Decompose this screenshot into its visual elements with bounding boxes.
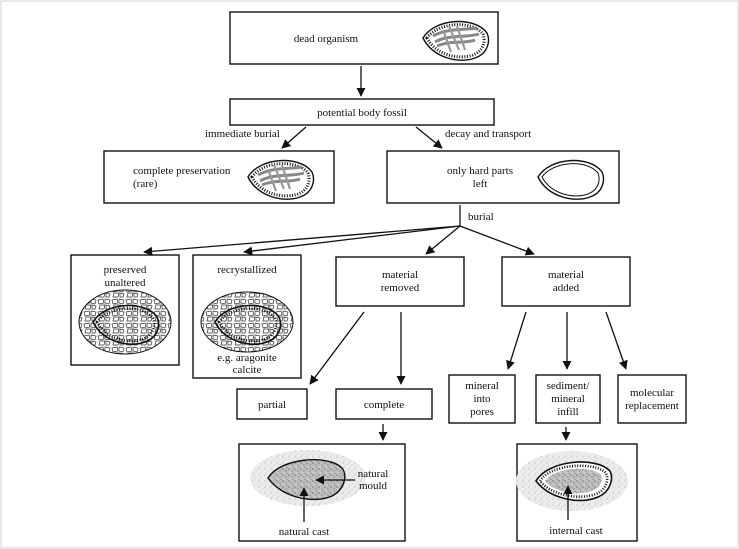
edge-potential-to-complete-preservation xyxy=(281,126,307,149)
node-recrystallized-note-2: calcite xyxy=(233,364,262,376)
node-complete: complete xyxy=(335,388,433,420)
edge-burial-to-material-removed xyxy=(425,225,461,255)
node-material-added: material added xyxy=(501,256,631,307)
crystal-encrusted-shell-icon xyxy=(78,289,172,355)
shell-with-soft-parts-icon xyxy=(247,159,315,200)
edge-burial-to-material-added xyxy=(459,225,535,256)
node-preserved-unaltered-label-1: preserved xyxy=(104,264,147,276)
node-sediment-infill: sediment/ mineral infill xyxy=(535,374,601,424)
node-material-removed-label-2: removed xyxy=(381,282,420,294)
node-potential-body-fossil: potential body fossil xyxy=(229,98,495,126)
node-complete-label: complete xyxy=(364,399,404,411)
node-material-removed-label-1: material xyxy=(382,269,418,281)
node-material-added-label-2: added xyxy=(553,282,580,294)
node-material-added-label-1: material xyxy=(548,269,584,281)
mould-and-cast-icon xyxy=(250,450,366,506)
edge-added-to-pores xyxy=(506,311,527,370)
node-partial-label: partial xyxy=(258,399,286,411)
node-dead-organism-label: dead organism xyxy=(294,33,359,45)
shell-with-soft-parts-icon xyxy=(422,20,490,61)
edge-potential-to-hard-parts xyxy=(415,126,443,149)
node-recrystallized-note-1: e.g. aragonite xyxy=(217,352,277,364)
node-mineral-into-pores-label-1: mineral xyxy=(465,380,499,392)
node-potential-body-fossil-label: potential body fossil xyxy=(317,107,407,119)
node-complete-preservation: complete preservation (rare) xyxy=(103,150,335,204)
node-complete-preservation-label-1: complete preservation xyxy=(133,165,231,177)
edge-burial-to-preserved xyxy=(143,225,461,256)
node-internal-cast: internal cast xyxy=(516,443,638,542)
node-molecular-replacement-label-2: replacement xyxy=(625,400,679,412)
natural-mould-label-2: mould xyxy=(359,480,388,492)
edge-removed-to-partial xyxy=(309,311,365,385)
node-dead-organism: dead organism xyxy=(229,11,499,65)
node-molecular-replacement-label-1: molecular xyxy=(630,387,674,399)
node-mineral-into-pores: mineral into pores xyxy=(448,374,516,424)
edge-added-to-replacement xyxy=(605,311,628,370)
node-only-hard-parts-label-2: left xyxy=(473,178,488,190)
node-preserved-unaltered: preserved unaltered xyxy=(70,254,180,366)
node-only-hard-parts: only hard parts left xyxy=(386,150,620,204)
natural-cast-label: natural cast xyxy=(279,526,329,538)
edge-label-decay-and-transport: decay and transport xyxy=(445,128,531,140)
node-complete-preservation-label-2: (rare) xyxy=(133,178,158,190)
node-mineral-into-pores-label-2: into xyxy=(473,393,491,405)
node-mould-and-cast: natural mould natural cast xyxy=(238,443,406,542)
node-recrystallized-label: recrystallized xyxy=(217,264,277,276)
internal-cast-label: internal cast xyxy=(549,525,602,537)
edge-label-burial: burial xyxy=(468,211,494,223)
node-preserved-unaltered-label-2: unaltered xyxy=(105,277,146,289)
natural-mould-label-1: natural xyxy=(358,468,389,480)
edge-label-immediate-burial: immediate burial xyxy=(205,128,280,140)
node-recrystallized: recrystallized e.g. aragonite calcite xyxy=(192,254,302,379)
empty-shell-icon xyxy=(537,159,605,200)
node-mineral-into-pores-label-3: pores xyxy=(470,406,494,418)
node-only-hard-parts-label-1: only hard parts xyxy=(447,165,513,177)
crystal-encrusted-shell-icon xyxy=(200,291,294,353)
node-material-removed: material removed xyxy=(335,256,465,307)
node-sediment-infill-label-3: infill xyxy=(557,406,578,418)
node-partial: partial xyxy=(236,388,308,420)
edges xyxy=(143,66,628,441)
edge-burial-to-recrystallized xyxy=(243,225,461,256)
node-molecular-replacement: molecular replacement xyxy=(617,374,687,424)
node-sediment-infill-label-1: sediment/ xyxy=(547,380,591,392)
internal-cast-icon xyxy=(516,451,628,511)
node-sediment-infill-label-2: mineral xyxy=(551,393,585,405)
